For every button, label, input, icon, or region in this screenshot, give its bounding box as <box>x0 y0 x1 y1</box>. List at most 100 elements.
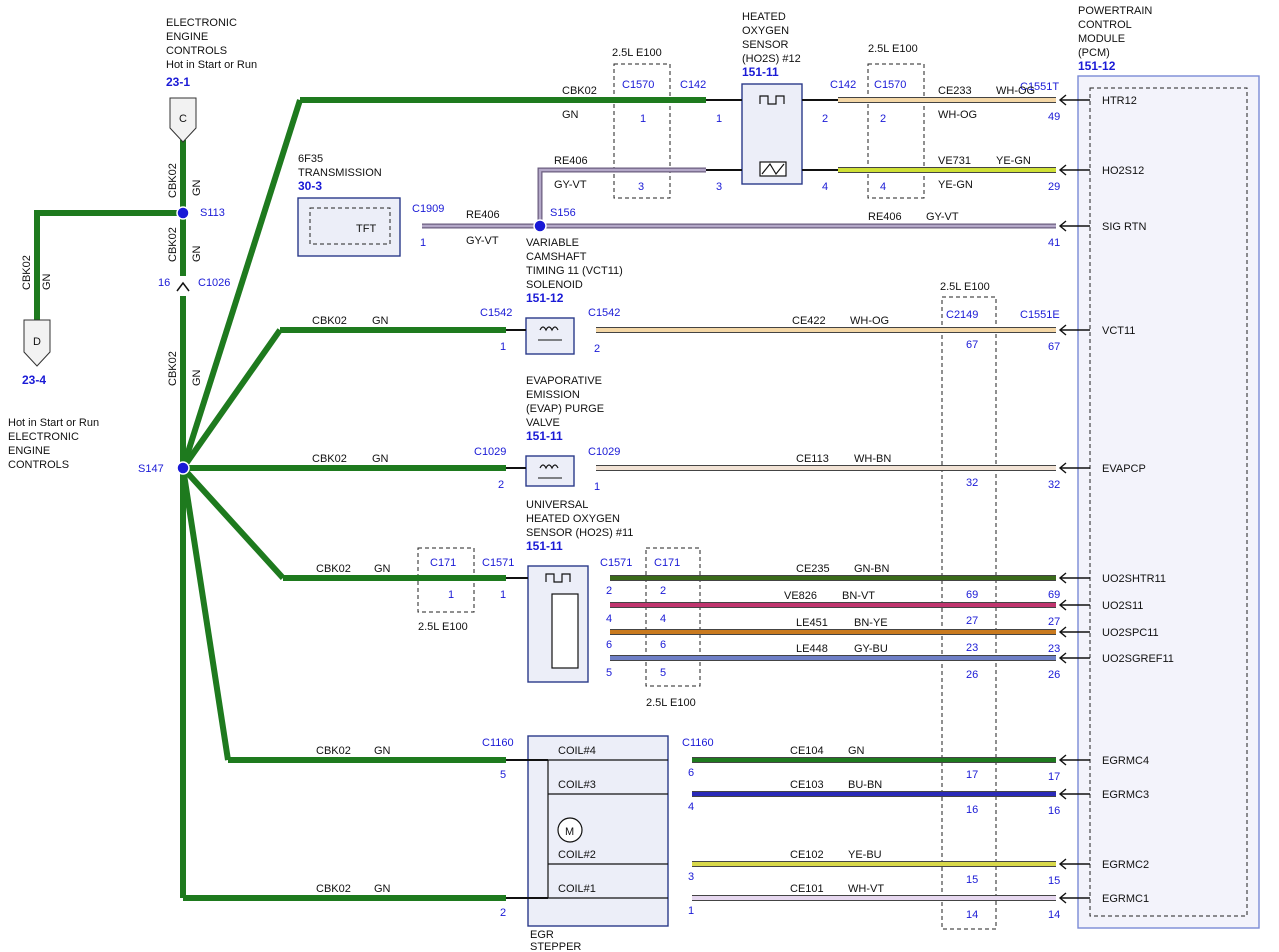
c2149-pin: 69 <box>966 589 978 601</box>
pcm-pin-name: HO2S12 <box>1102 165 1144 177</box>
sig-rtn-wires: S156 RE406 GY-VT <box>422 155 1056 233</box>
ho2s12-ref[interactable]: 151-11 <box>742 65 779 79</box>
c1570-left-pin-3: 3 <box>638 181 644 193</box>
eec-ref-23-1[interactable]: 23-1 <box>166 75 190 89</box>
re406-branch-circuit: RE406 <box>554 155 588 167</box>
ho2s12-title-4: (HO2S) #12 <box>742 53 801 65</box>
pcm-pin-number: 23 <box>1048 643 1060 655</box>
transmission-title-1: 6F35 <box>298 153 323 165</box>
connector-c1026: 16 C1026 <box>158 277 230 292</box>
feed-circuit: CBK02 <box>316 563 351 575</box>
feed-circuit: CBK02 <box>312 315 347 327</box>
evap-title-4: VALVE <box>526 417 560 429</box>
wire-circuit-label: CE233 <box>938 85 972 97</box>
c171-right-pin: 4 <box>660 613 666 625</box>
wire-color-label: WH-VT <box>848 883 884 895</box>
pcm-pin-number: 26 <box>1048 669 1060 681</box>
egr-pin-in: 2 <box>500 907 506 919</box>
c2149-label: C2149 <box>946 309 978 321</box>
trunk-mid-color: GN <box>191 245 203 262</box>
egr-coil-label: COIL#3 <box>558 779 596 791</box>
egr-motor-symbol: M <box>565 826 574 838</box>
evap-ref[interactable]: 151-11 <box>526 429 563 443</box>
re406-circuit: RE406 <box>466 209 500 221</box>
pcm-title-4: (PCM) <box>1078 47 1110 59</box>
c1542-right: C1542 <box>588 307 620 319</box>
e100-c171-left: C171 1 2.5L E100 <box>417 547 475 633</box>
egr-coil-label: COIL#1 <box>558 883 596 895</box>
uho2s-ref[interactable]: 151-11 <box>526 539 563 553</box>
egr-pin-out: 4 <box>688 801 694 813</box>
transmission-tft-sensor: TFT 6F35 TRANSMISSION 30-3 C1909 1 RE406… <box>297 153 500 257</box>
feed-color: GN <box>372 315 389 327</box>
trunk-low-circuit: CBK02 <box>167 351 179 386</box>
c1909-label: C1909 <box>412 203 444 215</box>
transmission-title-2: TRANSMISSION <box>298 167 382 179</box>
pcm-pin-name: UO2S11 <box>1102 600 1143 612</box>
uho2s-pin-out: 2 <box>606 585 612 597</box>
c1570-right-pin-4: 4 <box>880 181 886 193</box>
pcm-pin-name: EGRMC3 <box>1102 789 1149 801</box>
c171-right-pin: 6 <box>660 639 666 651</box>
pcm-pin-number: 15 <box>1048 875 1060 887</box>
transmission-ref[interactable]: 30-3 <box>298 179 322 193</box>
s113-label: S113 <box>200 207 225 219</box>
wire-color-label: YE-GN <box>938 179 973 191</box>
c142-pin: 1 <box>716 113 722 125</box>
wire-color-label: BN-YE <box>854 617 888 629</box>
uho2s-title-2: HEATED OXYGEN <box>526 513 620 525</box>
s147-caption-2: ELECTRONIC <box>8 431 79 443</box>
c1571-right: C1571 <box>600 557 632 569</box>
pcm-connector-c1551e: C1551E <box>1020 309 1060 321</box>
uho2s-pin-out: 6 <box>606 639 612 651</box>
trunk-mid-circuit: CBK02 <box>167 227 179 262</box>
wire-color-label: WH-OG <box>850 315 889 327</box>
wire-color-label: YE-GN <box>996 155 1031 167</box>
pcm-ref[interactable]: 151-12 <box>1078 59 1116 73</box>
c142-pin: 3 <box>716 181 722 193</box>
eec-title-4: Hot in Start or Run <box>166 59 257 71</box>
uho2s-title-3: SENSOR (HO2S) #11 <box>526 527 633 539</box>
feed-color: GN <box>374 563 391 575</box>
feed-circuit: CBK02 <box>562 85 597 97</box>
c1160-left: C1160 <box>482 737 514 749</box>
wire-circuit-label: CE235 <box>796 563 830 575</box>
uho2s-pin-out: 4 <box>606 613 612 625</box>
pcm-pin-number: 29 <box>1048 181 1060 193</box>
wire-circuit-label: CE104 <box>790 745 824 757</box>
pcm-pin-name: UO2SGREF11 <box>1102 653 1174 665</box>
vct-ref[interactable]: 151-12 <box>526 291 564 305</box>
uho2s11-sensor: UNIVERSAL HEATED OXYGEN SENSOR (HO2S) #1… <box>482 499 633 683</box>
re406-color: GY-VT <box>466 235 499 247</box>
vct-title-3: TIMING 11 (VCT11) <box>526 265 623 277</box>
e100-c1570-left: 2.5L E100 C1570 1 3 <box>612 47 671 199</box>
e100-c2149: 2.5L E100 C2149 67 32 69 27 23 26 17 16 … <box>940 281 997 930</box>
c171-right-pin: 5 <box>660 667 666 679</box>
feed-color: GN <box>374 883 391 895</box>
c1542-left: C1542 <box>480 307 512 319</box>
trunk-low-color: GN <box>191 369 203 386</box>
c1029-left: C1029 <box>474 446 506 458</box>
pcm-pin-number: 14 <box>1048 909 1060 921</box>
wire-circuit-label: CE102 <box>790 849 824 861</box>
wire-color-label: WH-OG <box>938 109 977 121</box>
power-feed-network <box>34 97 706 901</box>
c2149-pin: 26 <box>966 669 978 681</box>
c2149-pin: 67 <box>966 339 978 351</box>
egr-pin-out: 3 <box>688 871 694 883</box>
c2149-pin: 15 <box>966 874 978 886</box>
c1029-right: C1029 <box>588 446 620 458</box>
c1026-label: C1026 <box>198 277 230 289</box>
c1570-left-label: C1570 <box>622 79 654 91</box>
pcm-pin-number: 41 <box>1048 237 1060 249</box>
feed-labels: CBK02 GN CBK02 GN CBK02 GN CBK02 GN CBK0… <box>312 85 597 895</box>
pcm-pin-name: HTR12 <box>1102 95 1137 107</box>
wire-circuit-label: LE451 <box>796 617 828 629</box>
pcm-connector-c1551t: C1551T <box>1020 81 1059 93</box>
uho2s-pin-out: 5 <box>606 667 612 679</box>
eec-ref-23-4[interactable]: 23-4 <box>22 373 46 387</box>
s156-label: S156 <box>550 207 576 219</box>
c1570-right-pin-2: 2 <box>880 113 886 125</box>
feed-color: GN <box>372 453 389 465</box>
evap-title-3: (EVAP) PURGE <box>526 403 604 415</box>
